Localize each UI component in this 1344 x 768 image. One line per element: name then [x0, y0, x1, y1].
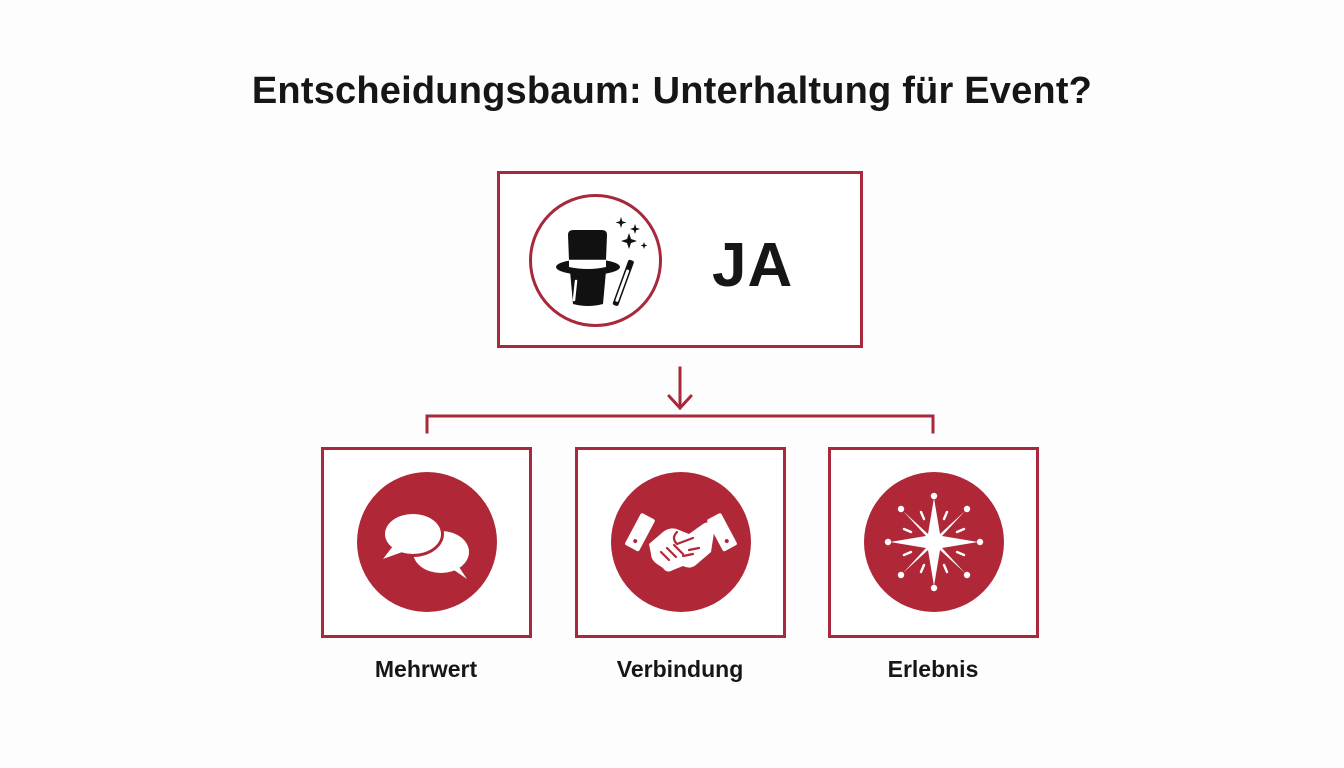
down-arrow-head [667, 394, 693, 411]
root-label: JA [712, 231, 794, 300]
speech-bubbles-icon [382, 511, 469, 579]
branch-node-verbindung [575, 447, 786, 638]
magic-hat-wand-icon [556, 217, 648, 306]
icon-circle [357, 472, 497, 612]
root-icon-circle [529, 194, 662, 327]
branch-node-mehrwert [321, 447, 532, 638]
branch-label-verbindung: Verbindung [616, 656, 744, 682]
icon-circle [864, 472, 1004, 612]
root-node: JA [497, 171, 863, 348]
sparkle-star-icon [884, 492, 984, 592]
diagram-title: Entscheidungsbaum: Unterhaltung für Even… [251, 70, 1093, 112]
bracket-line [425, 414, 935, 434]
branch-node-erlebnis [828, 447, 1039, 638]
branch-label-erlebnis: Erlebnis [887, 656, 979, 682]
branch-label-mehrwert: Mehrwert [374, 656, 478, 682]
icon-circle [611, 472, 751, 612]
handshake-icon [625, 513, 737, 572]
